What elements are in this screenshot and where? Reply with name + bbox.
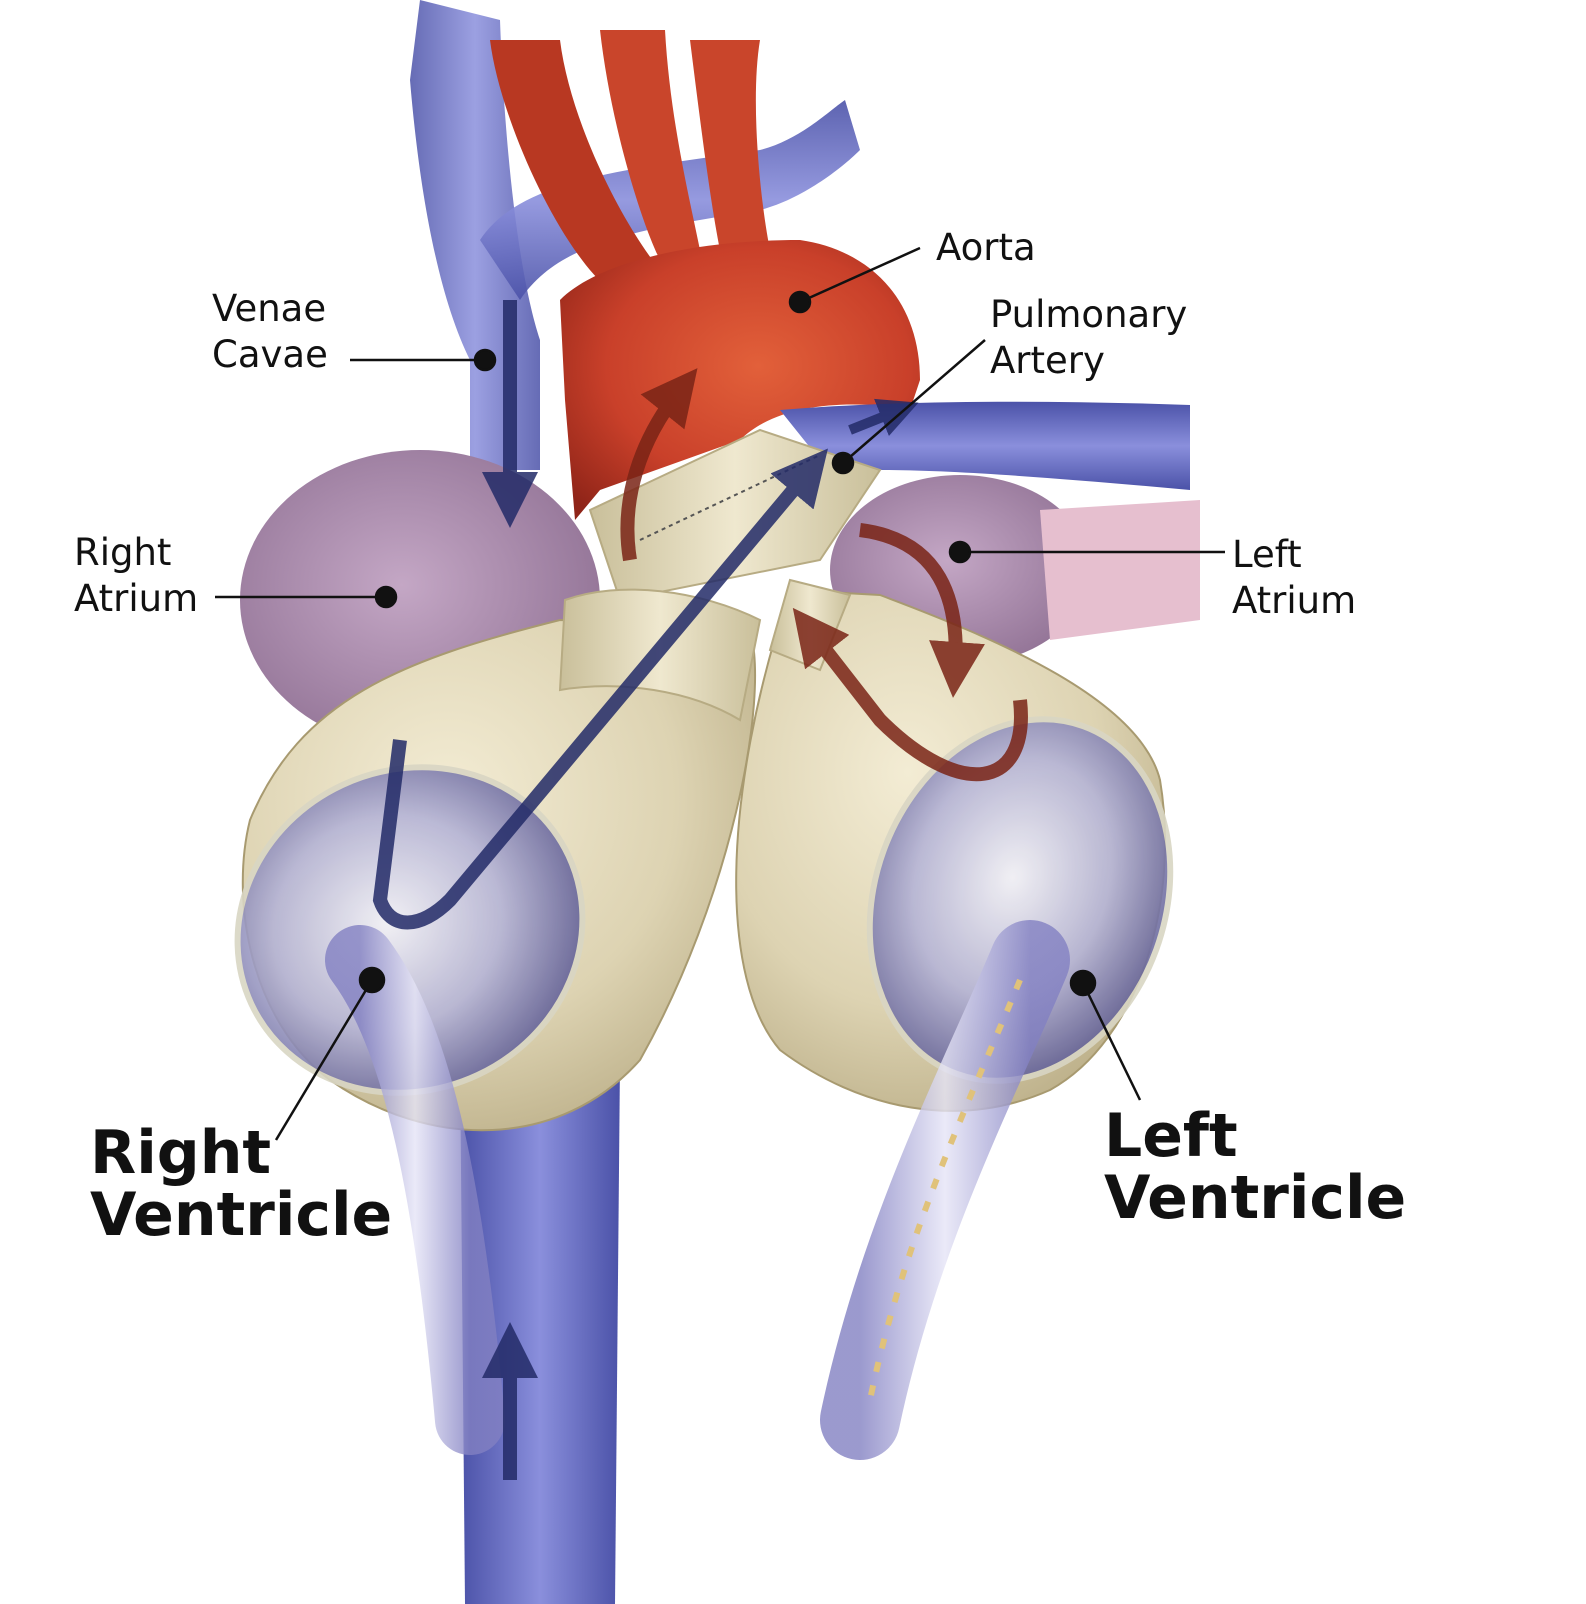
label-pulmonary-artery-line2: Artery <box>990 339 1105 382</box>
label-pulmonary-artery: Pulmonary Artery <box>990 292 1187 384</box>
label-left-ventricle: Left Ventricle <box>1104 1105 1406 1229</box>
label-right-atrium-line1: Right <box>74 531 172 574</box>
right-driveline <box>325 925 505 1455</box>
label-right-atrium: Right Atrium <box>74 530 198 622</box>
label-aorta: Aorta <box>936 225 1036 271</box>
label-left-atrium-line1: Left <box>1232 533 1302 576</box>
label-right-ventricle-line2: Ventricle <box>90 1180 393 1250</box>
label-left-atrium-line2: Atrium <box>1232 579 1357 622</box>
pulmonary-veins <box>1040 500 1200 640</box>
label-left-atrium: Left Atrium <box>1232 532 1356 624</box>
label-right-ventricle: Right Ventricle <box>90 1122 392 1246</box>
aorta-branch-2 <box>600 30 700 260</box>
leader-lines <box>215 246 1225 1141</box>
label-left-ventricle-line2: Ventricle <box>1104 1163 1407 1233</box>
label-venae-cavae-line2: Cavae <box>212 333 328 376</box>
label-venae-cavae: Venae Cavae <box>212 286 328 378</box>
label-aorta-line1: Aorta <box>936 226 1036 269</box>
inferior-vena-cava <box>460 1060 620 1604</box>
aorta-branch-3 <box>690 40 770 250</box>
label-pulmonary-artery-line1: Pulmonary <box>990 293 1188 336</box>
flow-arrow-lv <box>792 607 1028 782</box>
aorta-branch-1 <box>490 40 660 290</box>
flow-arrow-la <box>859 523 985 698</box>
flow-arrow-aorta <box>620 368 698 562</box>
label-right-atrium-line2: Atrium <box>74 577 199 620</box>
flow-arrow-rv <box>372 448 828 930</box>
label-right-ventricle-line1: Right <box>90 1118 272 1188</box>
label-venae-cavae-line1: Venae <box>212 287 327 330</box>
label-left-ventricle-line1: Left <box>1104 1101 1238 1171</box>
flow-arrow-pa <box>848 398 919 436</box>
